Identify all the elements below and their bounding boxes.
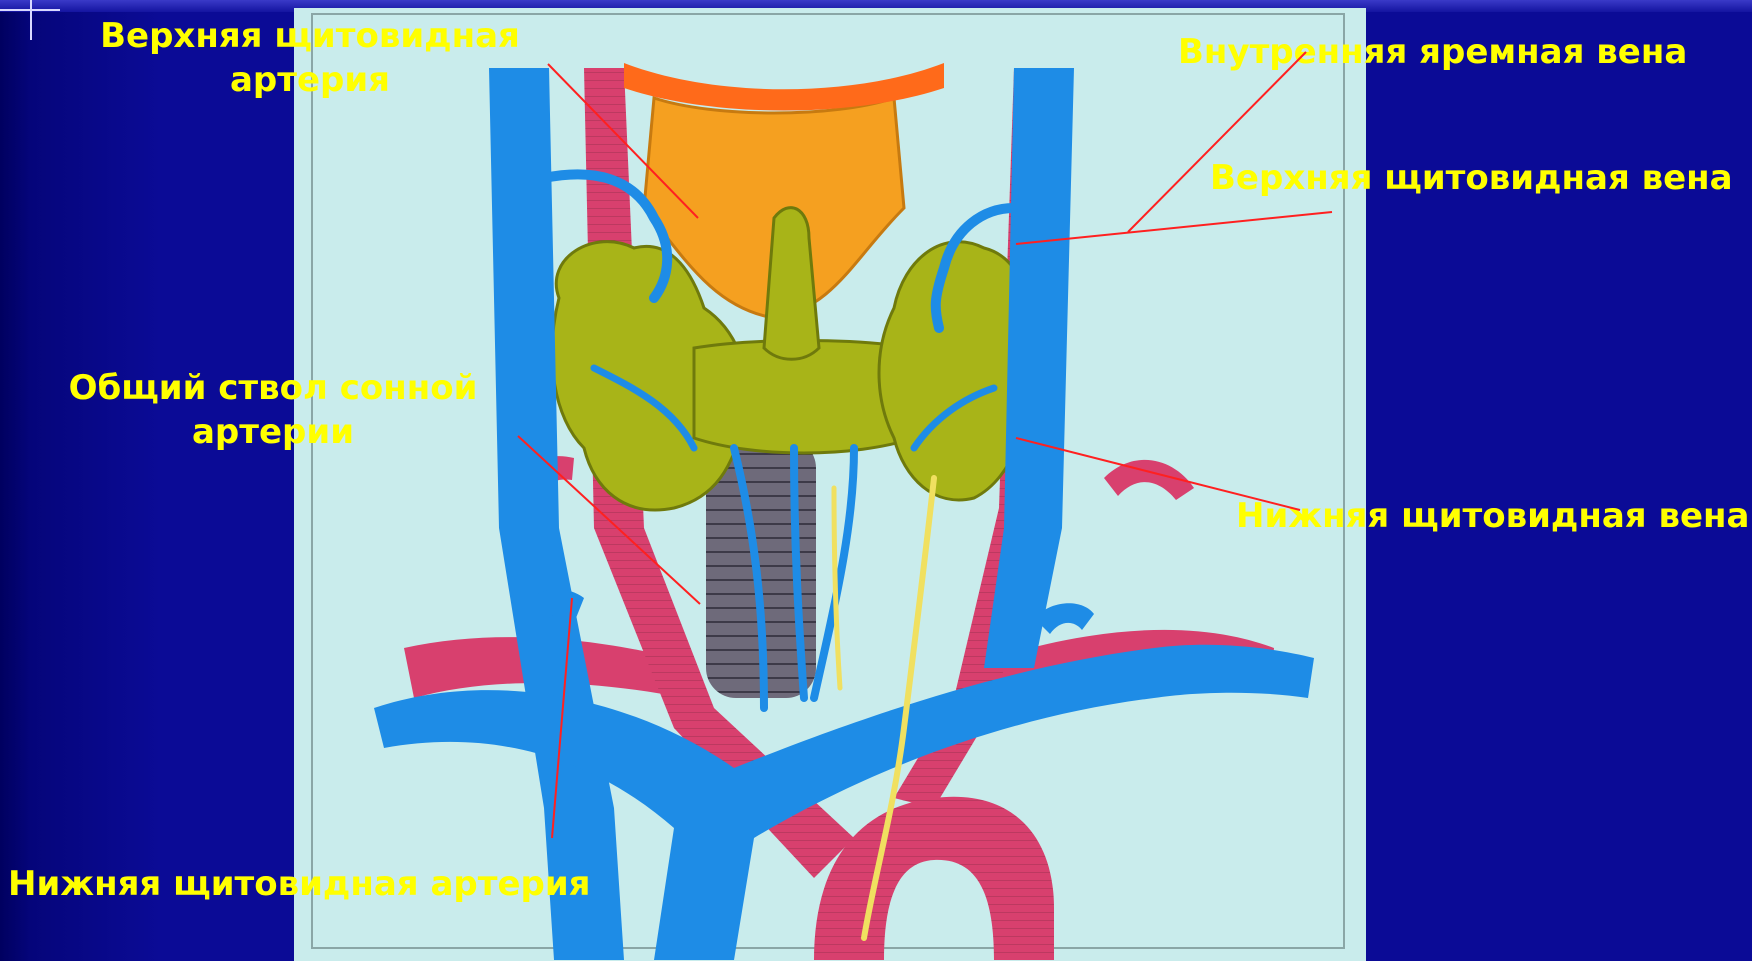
label-superior-thyroid-artery-line2: артерия [100,58,520,102]
label-internal-jugular-vein: Внутренняя яремная вена [1178,30,1688,74]
label-inferior-thyroid-vein-text: Нижняя щитовидная вена [1236,496,1750,536]
thyroid-anatomy-illustration [294,8,1366,961]
label-superior-thyroid-vein-text: Верхняя щитовидная вена [1210,158,1733,198]
label-inferior-thyroid-vein: Нижняя щитовидная вена [1236,494,1752,538]
label-internal-jugular-vein-text: Внутренняя яремная вена [1178,32,1687,72]
label-common-carotid: Общий ствол сонной артерии [68,366,478,454]
corner-mark-vertical [30,0,32,40]
label-inferior-thyroid-artery-text: Нижняя щитовидная артерия [8,864,591,904]
label-superior-thyroid-artery-line1: Верхняя щитовидная [100,14,520,58]
label-superior-thyroid-vein: Верхняя щитовидная вена [1210,156,1750,200]
label-common-carotid-line1: Общий ствол сонной [68,366,478,410]
label-inferior-thyroid-artery: Нижняя щитовидная артерия [8,862,608,906]
label-superior-thyroid-artery: Верхняя щитовидная артерия [100,14,520,102]
label-common-carotid-line2: артерии [68,410,478,454]
